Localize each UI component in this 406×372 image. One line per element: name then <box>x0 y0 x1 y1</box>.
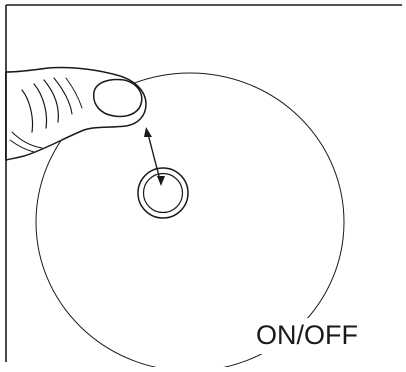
on-off-label: ON/OFF <box>256 322 358 349</box>
finger-icon <box>6 67 146 160</box>
center-button-icon[interactable] <box>138 168 188 218</box>
